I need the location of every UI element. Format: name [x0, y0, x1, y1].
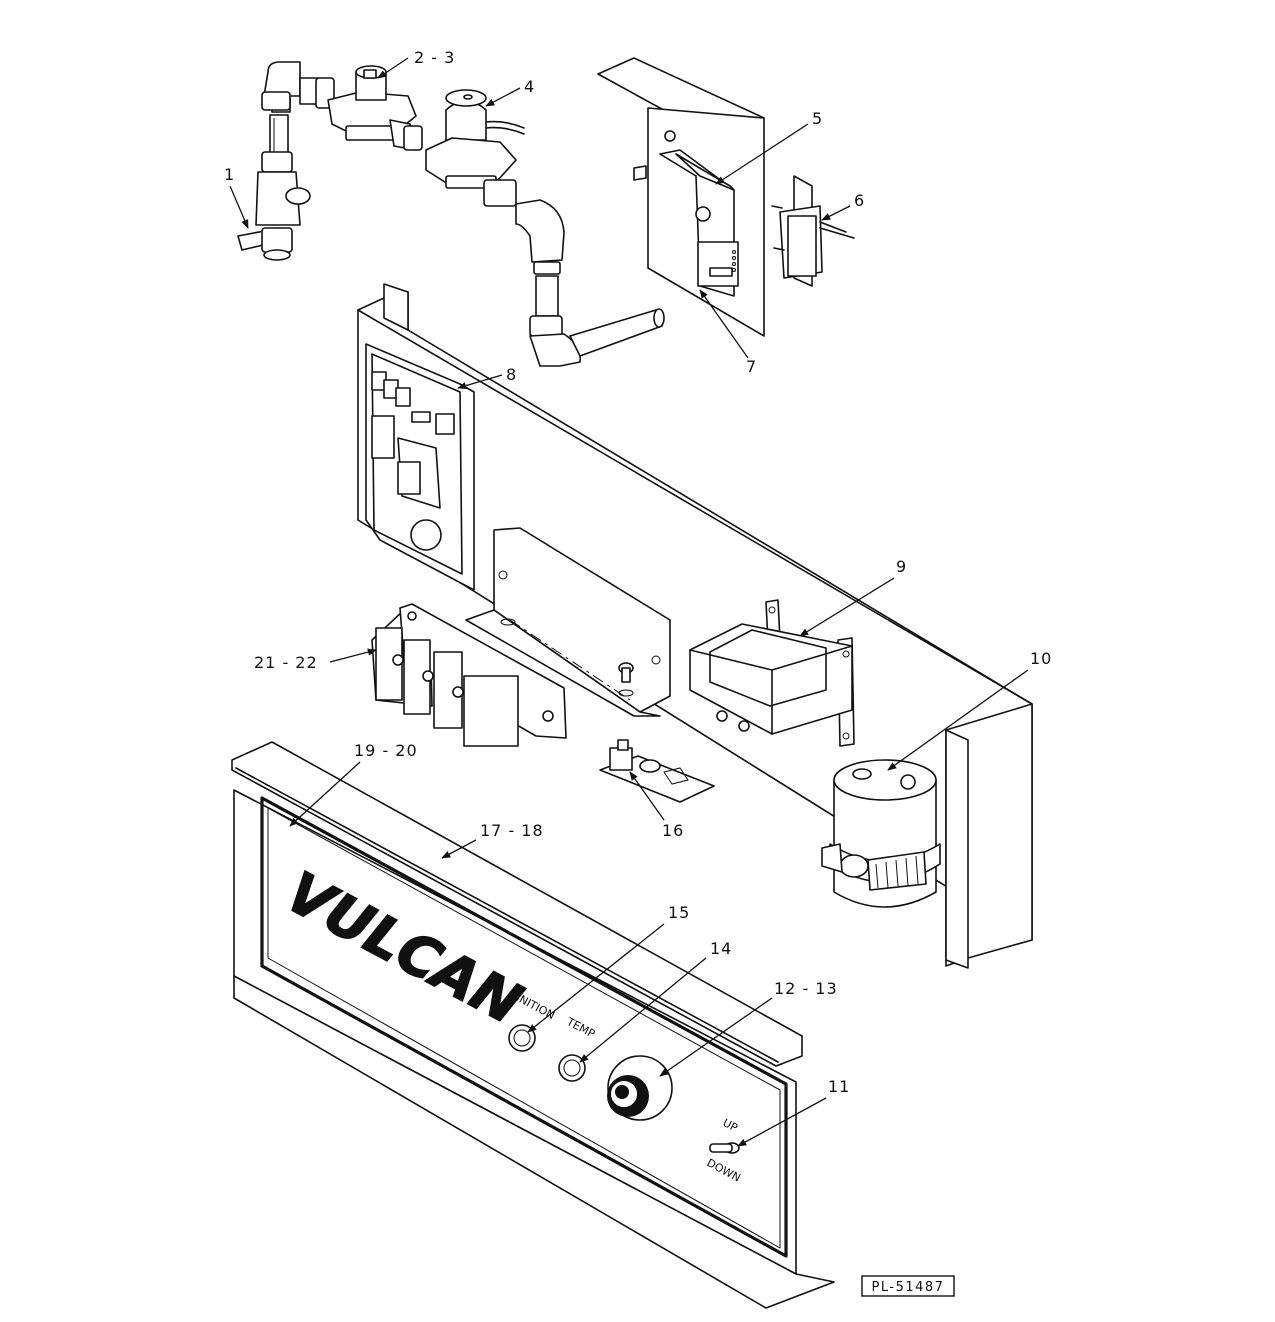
- gas-piping-assembly: [237, 61, 665, 367]
- callout-5: 5: [715, 109, 823, 185]
- ground-terminal: [599, 739, 715, 803]
- side-panel-and-filter: [821, 703, 1033, 969]
- terminal-block: [371, 603, 567, 747]
- control-bracket: [597, 57, 855, 337]
- svg-text:9: 9: [896, 557, 907, 576]
- callout-17-18: 17 - 18: [441, 821, 544, 859]
- svg-text:6: 6: [854, 191, 865, 210]
- callout-7: 7: [699, 289, 757, 376]
- callout-15: 15: [527, 903, 690, 1033]
- callout-19-20: 19 - 20: [289, 741, 418, 827]
- svg-text:16: 16: [662, 821, 684, 840]
- svg-text:17 - 18: 17 - 18: [480, 821, 544, 840]
- callout-11: 11: [737, 1077, 850, 1147]
- part-number: PL-51487: [872, 1280, 945, 1295]
- callout-4: 4: [485, 77, 535, 107]
- callout-10: 10: [887, 649, 1052, 771]
- svg-text:15: 15: [668, 903, 690, 922]
- callout-12-13: 12 - 13: [659, 979, 838, 1077]
- thermostat-knob: [607, 1055, 673, 1121]
- callout-8: 8: [457, 365, 517, 390]
- svg-text:21 - 22: 21 - 22: [254, 653, 318, 672]
- callout-2-3: 2 - 3: [377, 48, 455, 79]
- svg-text:1: 1: [224, 165, 235, 184]
- svg-text:14: 14: [710, 939, 732, 958]
- transformer: [689, 599, 855, 747]
- callout-14: 14: [579, 939, 732, 1063]
- svg-text:12 - 13: 12 - 13: [774, 979, 838, 998]
- callout-6: 6: [821, 191, 865, 221]
- part-number-box: PL-51487: [861, 1275, 955, 1297]
- callout-9: 9: [799, 557, 907, 637]
- callout-1: 1: [224, 165, 249, 229]
- svg-text:10: 10: [1030, 649, 1052, 668]
- svg-text:UP: UP: [721, 1116, 740, 1135]
- svg-text:7: 7: [746, 357, 757, 376]
- svg-text:5: 5: [812, 109, 823, 128]
- callout-21-22: 21 - 22: [254, 648, 377, 672]
- svg-text:8: 8: [506, 365, 517, 384]
- svg-text:2 - 3: 2 - 3: [414, 48, 455, 67]
- svg-text:19 - 20: 19 - 20: [354, 741, 418, 760]
- svg-text:4: 4: [524, 77, 535, 96]
- svg-text:11: 11: [828, 1077, 850, 1096]
- callout-16: 16: [629, 771, 684, 840]
